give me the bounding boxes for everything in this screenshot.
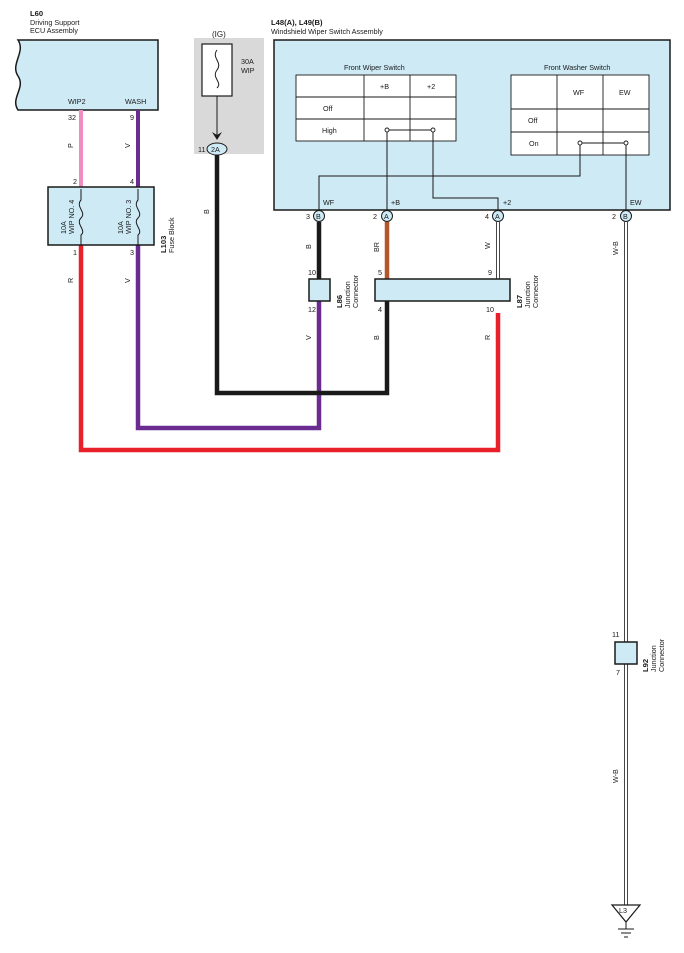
ground-triangle [610,904,642,923]
fuse-block-box [47,186,155,246]
wire-red-main [78,245,501,453]
wire-label-ew-top: W-B [611,241,620,255]
wire-black-main [214,155,390,396]
l92-pin-bottom: 7 [616,668,620,677]
ig-fuse-symbol [214,49,220,89]
term-wf-conn: B [316,212,321,221]
term-ew-conn: B [623,212,628,221]
wiper-col-plus2: +2 [427,82,435,91]
wiper-row-high: High [322,126,337,135]
fuse-pin-bottom-right: 3 [130,248,134,257]
l86-id: L86 [335,295,344,308]
term-ew-name: EW [630,198,642,207]
fuse-wip3-amp: 10A [116,221,125,234]
fuse-wip3-symbol [135,189,141,245]
l86-line1: Junction [343,281,352,308]
switch-name: Windshield Wiper Switch Assembly [271,27,383,36]
washer-row-off: Off [528,116,537,125]
ecu-name-line1: Driving Support [30,18,80,27]
wire-label-wash: V [123,143,132,148]
washer-col-ew: EW [619,88,631,97]
term-pb-connector [381,210,393,222]
term-pb-name: +B [391,198,400,207]
fuse-wip4-amp: 10A [59,221,68,234]
term-wf-pin: 3 [306,212,310,221]
fuse-wip4-name: WIP NO. 4 [67,200,76,234]
l86-box [308,278,331,302]
wire-label-pb-bottom: B [372,335,381,340]
ecu-terminal-wip2: WIP2 [68,97,86,106]
l86-pin-top: 10 [308,268,316,277]
wire-label-wf-top: B [304,244,313,249]
ground-id: L3 [619,906,627,915]
ig-connector-label: 2A [211,145,220,154]
l92-id: L92 [641,659,650,672]
ecu-pin-wip2: 32 [68,113,76,122]
fuse-block-id: L103 [159,236,168,253]
term-pb-conn: A [384,212,389,221]
washer-row-on: On [529,139,539,148]
wire-label-ew-bottom: W-B [611,769,620,783]
wire-label-ig: B [202,209,211,214]
term-p2-pin: 4 [485,212,489,221]
ig-label: (IG) [212,30,226,39]
l92-pin-top: 11 [612,630,619,639]
l92-box [614,641,638,665]
wiper-col-plusb: +B [380,82,389,91]
wire-label-p2-top: W [483,242,492,249]
term-p2-connector [492,210,504,222]
l92-line2: Connector [657,638,666,672]
term-p2-name: +2 [503,198,511,207]
wiper-switch-title: Front Wiper Switch [344,63,405,72]
term-ew-connector [620,210,632,222]
wire-label-pb-top: BR [372,242,381,252]
l87-pin-bottom-right: 10 [486,305,494,314]
ig-pin-number: 11 [198,145,205,154]
fuse-pin-top-left: 2 [73,177,77,186]
term-pb-pin: 2 [373,212,377,221]
wiper-row-off: Off [323,104,332,113]
switch-id: L48(A), L49(B) [271,18,323,27]
term-wf-name: WF [323,198,335,207]
ecu-id: L60 [30,9,43,18]
l92-line1: Junction [649,645,658,672]
ig-arrow-icon [212,132,222,140]
term-ew-pin: 2 [612,212,616,221]
washer-col-wf: WF [573,88,585,97]
fuse-wip3-name: WIP NO. 3 [124,200,133,234]
wire-label-wf-bottom: V [304,335,313,340]
fuse-pin-top-right: 4 [130,177,134,186]
wire-label-wip2: P [66,143,75,148]
fuse-pin-bottom-left: 1 [73,248,77,257]
wire-label-fuse-left: R [66,278,75,283]
ig-fuse-name: WIP [241,66,255,75]
l87-line2: Connector [531,274,540,308]
term-p2-conn: A [495,212,500,221]
ig-fuse-amp: 30A [241,57,254,66]
l87-pin-top-right: 9 [488,268,492,277]
ecu-terminal-wash: WASH [125,97,146,106]
wire-violet-main [135,245,322,431]
l87-pin-bottom-left: 4 [378,305,382,314]
wire-label-p2-bottom: R [483,335,492,340]
l86-line2: Connector [351,274,360,308]
ecu-pin-wash: 9 [130,113,134,122]
l87-pin-top-left: 5 [378,268,382,277]
l86-pin-bottom: 12 [308,305,316,314]
l87-line1: Junction [523,281,532,308]
fuse-block-name: Fuse Block [167,217,176,253]
l87-id: L87 [515,295,524,308]
l87-box [374,278,511,302]
washer-switch-title: Front Washer Switch [544,63,610,72]
ecu-name-line2: ECU Assembly [30,26,78,35]
ecu-box [15,39,159,111]
fuse-wip4-symbol [78,189,84,245]
wire-label-fuse-right: V [123,278,132,283]
term-wf-connector [313,210,325,222]
